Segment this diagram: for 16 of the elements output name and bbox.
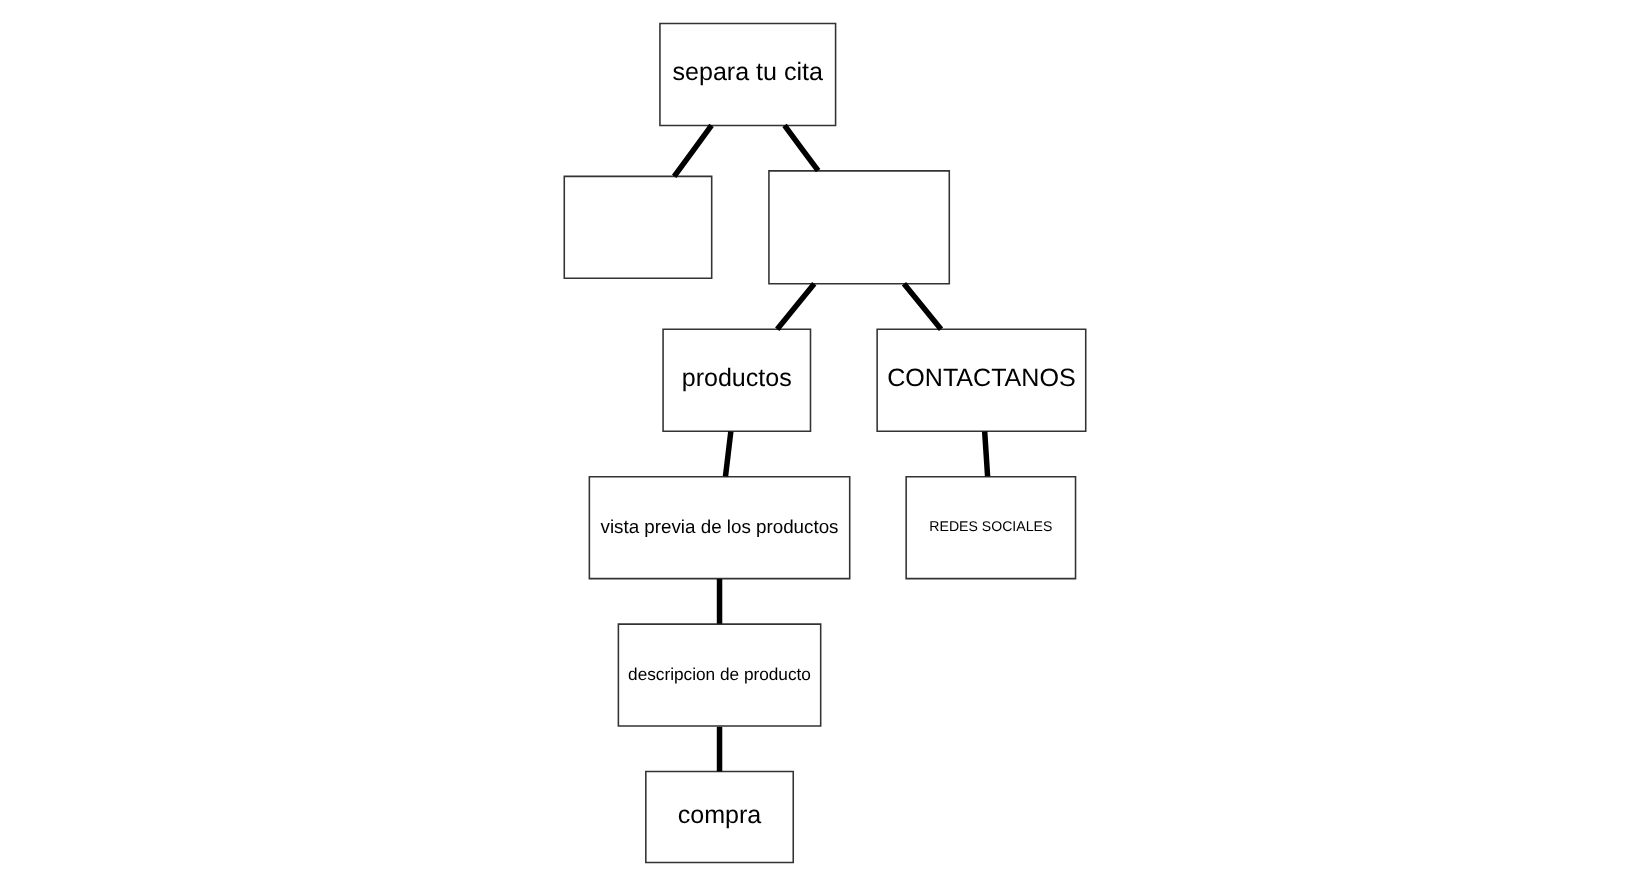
connector <box>775 282 817 331</box>
connector <box>981 431 991 477</box>
node-box: descripcion de producto <box>617 623 822 727</box>
connector <box>782 123 821 173</box>
node-box <box>563 175 713 280</box>
connector <box>901 282 944 331</box>
connector <box>671 123 714 178</box>
node-box: productos <box>662 328 812 433</box>
connector <box>716 578 723 624</box>
node-box: CONTACTANOS <box>876 328 1087 433</box>
connector <box>716 726 723 772</box>
node-box: compra <box>645 770 795 864</box>
node-box <box>768 170 951 285</box>
node-box: separa tu cita <box>659 22 837 127</box>
node-box: vista previa de los productos <box>588 475 851 580</box>
connector <box>722 431 734 477</box>
